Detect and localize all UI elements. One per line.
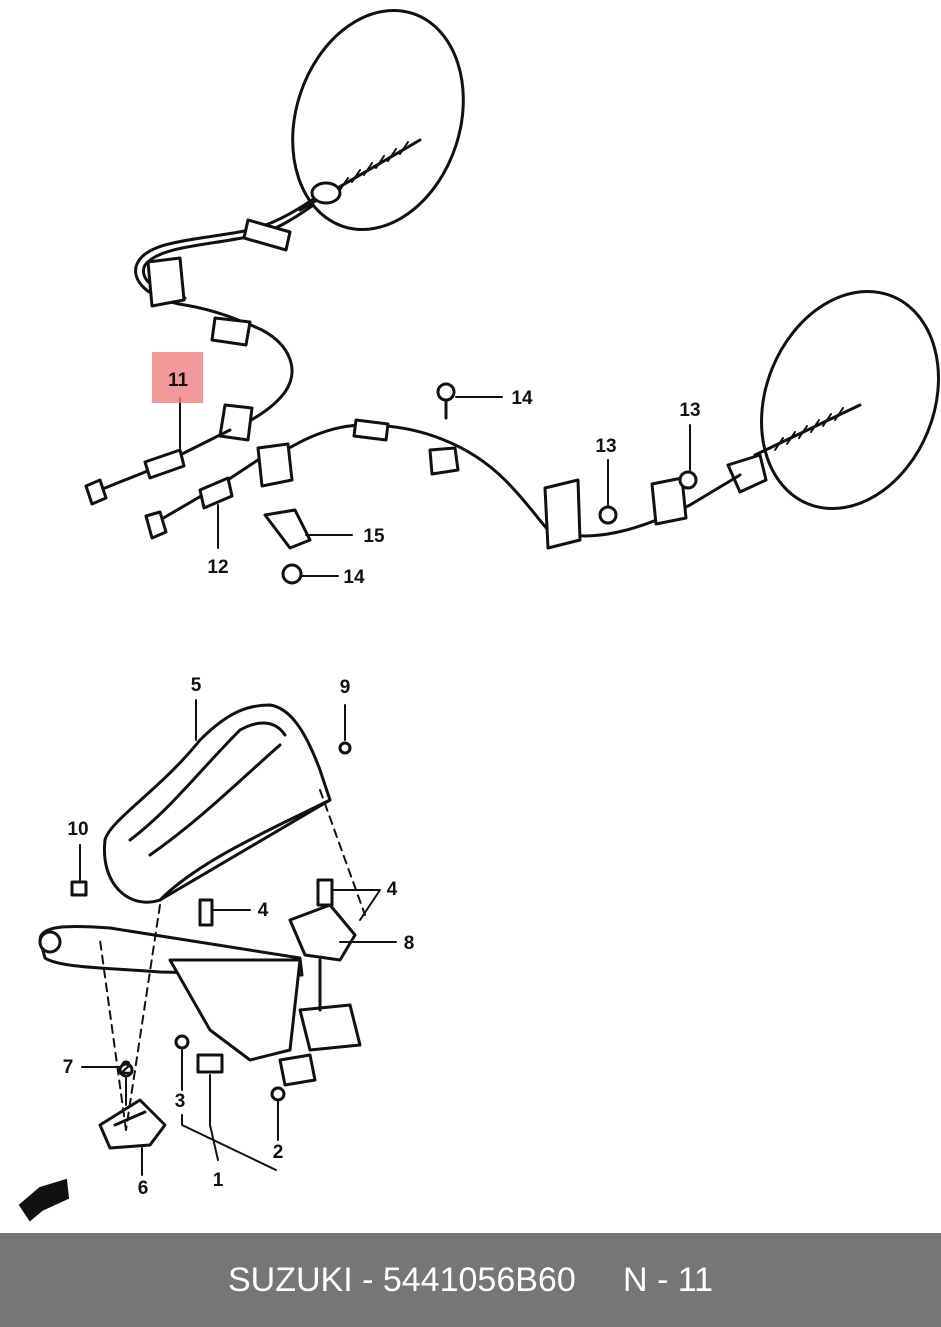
callout-12: 12 [207,557,228,578]
parking-brake-parts-diagram: 11 14 13 13 15 12 14 5 9 10 4 4 8 7 2 3 … [18,9,940,1222]
cable-12 [144,418,550,540]
base-bracket-6 [98,1098,167,1150]
right-brake-drum [726,289,940,511]
part-number-caption: SUZUKI - 5441056B60 N - 11 [227,1260,714,1299]
callout-14-bottom: 14 [343,567,365,588]
right-cable [428,446,742,550]
callout-14-top: 14 [511,388,533,409]
lever-bracket [278,903,362,1087]
fasteners-lower [70,741,352,1102]
left-cable-upper [134,198,314,442]
callout-9: 9 [340,677,351,698]
callout-2-left: 2 [121,1058,132,1079]
part-number-footer: SUZUKI - 5441056B60 N - 11 [0,1233,941,1327]
callout-7: 7 [63,1057,74,1078]
callout-2-right: 2 [273,1142,284,1163]
callout-5: 5 [191,675,202,696]
callout-13-left: 13 [595,436,616,457]
cable-11-end [84,428,232,506]
callout-13-right: 13 [679,400,700,421]
callout-11-highlight [152,352,203,403]
callout-1: 1 [213,1170,224,1191]
callout-8: 8 [404,933,415,954]
callout-4-left: 4 [258,900,269,921]
left-brake-drum [291,9,465,231]
front-arrow-icon [18,1178,70,1222]
lever-handle [38,924,304,1062]
callout-11: 11 [168,370,189,391]
bolts-upper [263,382,698,585]
leader-lines-lower [79,699,397,1176]
leader-lines-upper [179,396,691,577]
callout-10: 10 [67,819,88,840]
callout-6: 6 [138,1178,149,1199]
callout-15: 15 [363,526,385,547]
callout-4-right: 4 [387,879,398,900]
callout-3: 3 [175,1091,186,1112]
callout-labels: 11 14 13 13 15 12 14 5 9 10 4 4 8 7 2 3 … [63,370,701,1199]
console-cover [102,703,332,904]
